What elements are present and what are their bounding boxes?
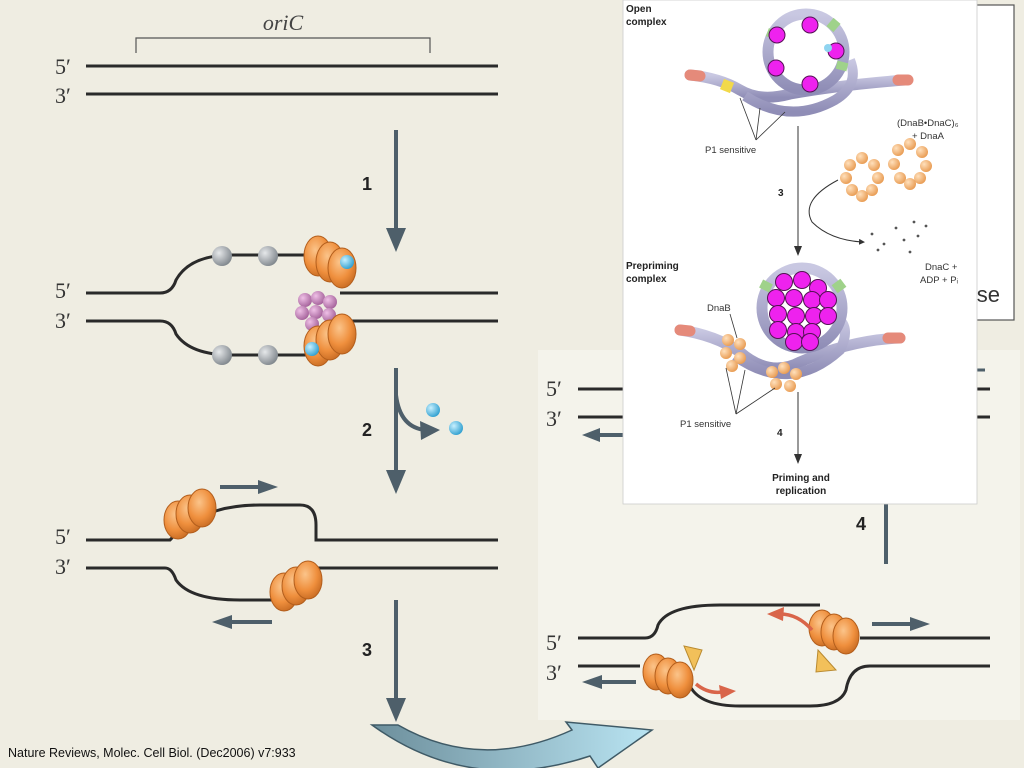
dnaa-cluster: [295, 291, 337, 331]
inset-step-3-label: 3: [778, 188, 784, 199]
strand-5-label: 5′: [55, 524, 71, 549]
strand-3-label: 3′: [55, 83, 71, 108]
p1-pointer-lines: [739, 97, 786, 141]
magenta-marker-cluster: [767, 271, 837, 351]
strand-5-label: 5′: [55, 278, 71, 303]
released-dnac-dots: [870, 220, 928, 254]
transition-curve-arrow: [369, 721, 655, 768]
dnab-label: DnaB: [707, 303, 731, 314]
dnac-protein: [305, 342, 319, 356]
open-complex-label: complex: [626, 17, 667, 28]
dnaa-protein: [258, 345, 278, 365]
open-complex-stage: 5′ 3′: [55, 235, 498, 367]
step-2-label: 2: [362, 420, 372, 440]
inset-panel: Open complex P1 sensitive (DnaB•DnaC)₆: [622, 0, 978, 505]
step-3-arrow: 3: [362, 600, 406, 722]
helicase-bottom: [303, 313, 357, 367]
dnab-pointer: [729, 313, 738, 339]
helicase-left: [163, 488, 217, 540]
prepriming-complex-label: complex: [626, 274, 667, 285]
red-arrow-lower: [694, 682, 736, 699]
prepriming-complex-label: Prepriming: [626, 261, 679, 272]
helicase-top: [303, 235, 357, 289]
dnab-dnac-complex: [840, 138, 932, 202]
helicase-bottom-left: [642, 653, 694, 699]
oric-duplex: oriC 5′ 3′: [55, 10, 498, 108]
strand-3-label: 3′: [55, 308, 71, 333]
byproducts-label: DnaC +: [925, 262, 958, 273]
inset-background: [622, 0, 978, 505]
red-arrow-upper: [767, 607, 814, 632]
open-complex-label: Open: [626, 4, 652, 15]
inset-step-4-arrow: 4: [777, 392, 802, 464]
released-dnac: [449, 421, 463, 435]
strand-3-label: 3′: [546, 660, 562, 685]
step-2-arrow: 2: [362, 368, 463, 494]
oric-bracket: [135, 37, 431, 53]
left-panel: oriC 5′ 3′ 1 5′ 3′: [55, 10, 655, 768]
dnaa-protein: [258, 246, 278, 266]
strand-5-label: 5′: [546, 630, 562, 655]
direction-arrow-left: [582, 675, 636, 689]
open-complex-loop: [684, 8, 914, 117]
helicase-right: [269, 560, 323, 612]
dnaa-protein: [212, 345, 232, 365]
upper-fork-stage: 5′ 3′: [546, 368, 990, 442]
outcome-label: Priming and: [772, 473, 830, 484]
magenta-marker: [801, 16, 819, 34]
p1-sensitive-label: P1 sensitive: [680, 419, 731, 430]
prepriming-loop: [674, 262, 906, 392]
direction-arrow-left: [212, 615, 272, 629]
helicase-translocation-stage: 5′ 3′: [55, 480, 498, 629]
direction-arrow-right: [220, 480, 278, 494]
oric-label: oriC: [263, 10, 304, 35]
reagent-label: + DnaA: [912, 131, 945, 142]
strand-3-label: 3′: [55, 554, 71, 579]
dnab-hexamer-right: [766, 362, 802, 392]
replication-bubble-stage: 5′ 3′: [546, 603, 990, 708]
p1-sensitive-label: P1 sensitive: [705, 145, 756, 156]
step-1-label: 1: [362, 174, 372, 194]
dnac-protein: [340, 255, 354, 269]
magenta-marker: [801, 75, 819, 93]
outcome-label: replication: [776, 486, 827, 497]
dnab-hexamer-left: [720, 334, 746, 372]
step-3-label: 3: [362, 640, 372, 660]
direction-arrow-right: [872, 617, 930, 631]
strand-3-label: 3′: [546, 406, 562, 431]
reagent-label: (DnaB•DnaC)₆: [897, 118, 959, 129]
step-1-arrow: 1: [362, 130, 406, 252]
primase-top: [815, 648, 838, 673]
primase-bottom: [683, 645, 703, 672]
magenta-marker: [768, 26, 786, 44]
direction-arrow-left: [582, 428, 624, 442]
step-4-arrow: 4: [856, 502, 888, 564]
strand-5-label: 5′: [546, 376, 562, 401]
inset-step-arrow: 3: [778, 126, 865, 256]
citation: Nature Reviews, Molec. Cell Biol. (Dec20…: [8, 746, 296, 760]
step-4-label: 4: [856, 514, 866, 534]
dnaa-protein: [212, 246, 232, 266]
inset-step-4-label: 4: [777, 428, 783, 439]
p1-pointer-lines-bottom: [725, 367, 776, 415]
released-dnac: [426, 403, 440, 417]
magenta-marker: [767, 59, 785, 77]
strand-5-label: 5′: [55, 54, 71, 79]
byproducts-label: ADP + Pᵢ: [920, 275, 959, 286]
